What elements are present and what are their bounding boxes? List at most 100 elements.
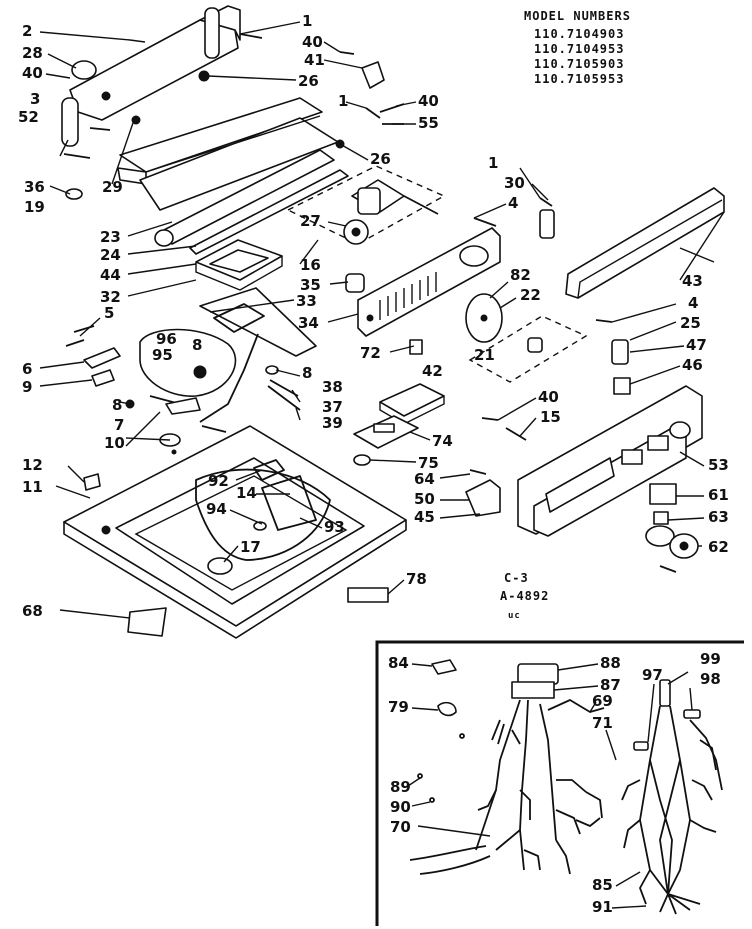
part-number: 40 (302, 33, 323, 51)
part-number: 37 (322, 398, 343, 416)
part-number: 35 (300, 276, 321, 294)
part-number: 28 (22, 44, 43, 62)
part-number: 91 (592, 898, 613, 916)
part-number: 88 (600, 654, 621, 672)
part-number: 62 (708, 538, 729, 556)
part-number: 15 (540, 408, 561, 426)
part-number: 44 (100, 266, 121, 284)
selector-dial (465, 293, 588, 383)
part-number: 10 (104, 434, 125, 452)
part-number: 16 (300, 256, 321, 274)
part-number: 26 (298, 72, 319, 90)
part-number: 9 (22, 378, 32, 396)
part-number: 45 (414, 508, 435, 526)
part-number: 1 (488, 154, 498, 172)
part-labels: 2 1 40 28 41 40 26 3 52 1 40 55 26 36 29… (18, 12, 729, 620)
part-number: 50 (414, 490, 435, 508)
drawing-number: A-4892 (500, 589, 549, 603)
part-number: 92 (208, 472, 229, 490)
part-number: 78 (406, 570, 427, 588)
part-number: 27 (300, 212, 321, 230)
part-number: 64 (414, 470, 435, 488)
part-number: 34 (298, 314, 319, 332)
part-number: 39 (322, 414, 343, 432)
model-number: 110.7105903 (534, 57, 624, 71)
part-number: 22 (520, 286, 541, 304)
section-code: C-3 (504, 571, 529, 585)
part-number: 72 (360, 344, 381, 362)
part-number: 97 (642, 666, 663, 684)
part-number: 95 (152, 346, 173, 364)
part-number: 8 (302, 364, 312, 382)
model-numbers-title: MODEL NUMBERS (524, 9, 631, 23)
part-number: 69 (592, 692, 613, 710)
leader-lines (39, 21, 725, 619)
rear-console-assembly (61, 5, 385, 200)
drive-plate (139, 287, 317, 423)
part-number: 90 (390, 798, 411, 816)
part-number: 4 (508, 194, 518, 212)
part-number: 43 (682, 272, 703, 290)
part-number: 7 (114, 416, 124, 434)
part-number: 4 (688, 294, 698, 312)
part-number: 14 (236, 484, 257, 502)
part-number: 19 (24, 198, 45, 216)
part-number: 36 (24, 178, 45, 196)
part-number: 6 (22, 360, 32, 378)
model-number: 110.7105953 (534, 72, 624, 86)
model-numbers-block: MODEL NUMBERS 110.7104903 110.7104953 11… (524, 9, 631, 86)
part-number: 63 (708, 508, 729, 526)
part-number: 8 (112, 396, 122, 414)
part-number: 71 (592, 714, 613, 732)
model-number: 110.7104953 (534, 42, 624, 56)
part-number: 55 (418, 114, 439, 132)
right-console-body (517, 385, 703, 573)
part-number: 21 (474, 346, 495, 364)
part-number: 53 (708, 456, 729, 474)
mid-small-parts (353, 383, 527, 517)
part-number: 96 (156, 330, 177, 348)
part-number: 1 (338, 92, 348, 110)
part-number: 33 (296, 292, 317, 310)
part-number: 82 (510, 266, 531, 284)
part-number: 52 (18, 108, 39, 126)
part-number: 79 (388, 698, 409, 716)
part-number: 61 (708, 486, 729, 504)
switch-parts (473, 197, 631, 395)
part-number: 29 (102, 178, 123, 196)
part-number: 85 (592, 876, 613, 894)
part-number: 25 (680, 314, 701, 332)
part-number: 23 (100, 228, 121, 246)
part-number: 41 (304, 51, 325, 69)
wiring-inset: 84 88 99 87 97 98 79 69 71 89 90 70 85 9… (375, 640, 744, 926)
model-number: 110.7104903 (534, 27, 624, 41)
support-bracket (195, 239, 283, 291)
part-number: 24 (100, 246, 121, 264)
part-number: 1 (302, 12, 312, 30)
part-number: 93 (324, 518, 345, 536)
part-number: 17 (240, 538, 261, 556)
control-panel (345, 227, 501, 355)
part-number: 11 (22, 478, 43, 496)
drawing-mark: uc (508, 611, 521, 621)
part-number: 38 (322, 378, 343, 396)
part-number: 5 (104, 304, 114, 322)
part-number: 99 (700, 650, 721, 668)
light-tube (154, 149, 349, 255)
top-trim-strip (117, 97, 405, 211)
part-number: 12 (22, 456, 43, 474)
part-number: 70 (390, 818, 411, 836)
part-number: 26 (370, 150, 391, 168)
part-number: 87 (600, 676, 621, 694)
part-number: 32 (100, 288, 121, 306)
part-number: 42 (422, 362, 443, 380)
part-number: 3 (30, 90, 40, 108)
part-number: 40 (418, 92, 439, 110)
part-number: 94 (206, 500, 227, 518)
part-number: 47 (686, 336, 707, 354)
part-number: 30 (504, 174, 525, 192)
part-number: 8 (192, 336, 202, 354)
part-number: 74 (432, 432, 453, 450)
part-number: 2 (22, 22, 32, 40)
